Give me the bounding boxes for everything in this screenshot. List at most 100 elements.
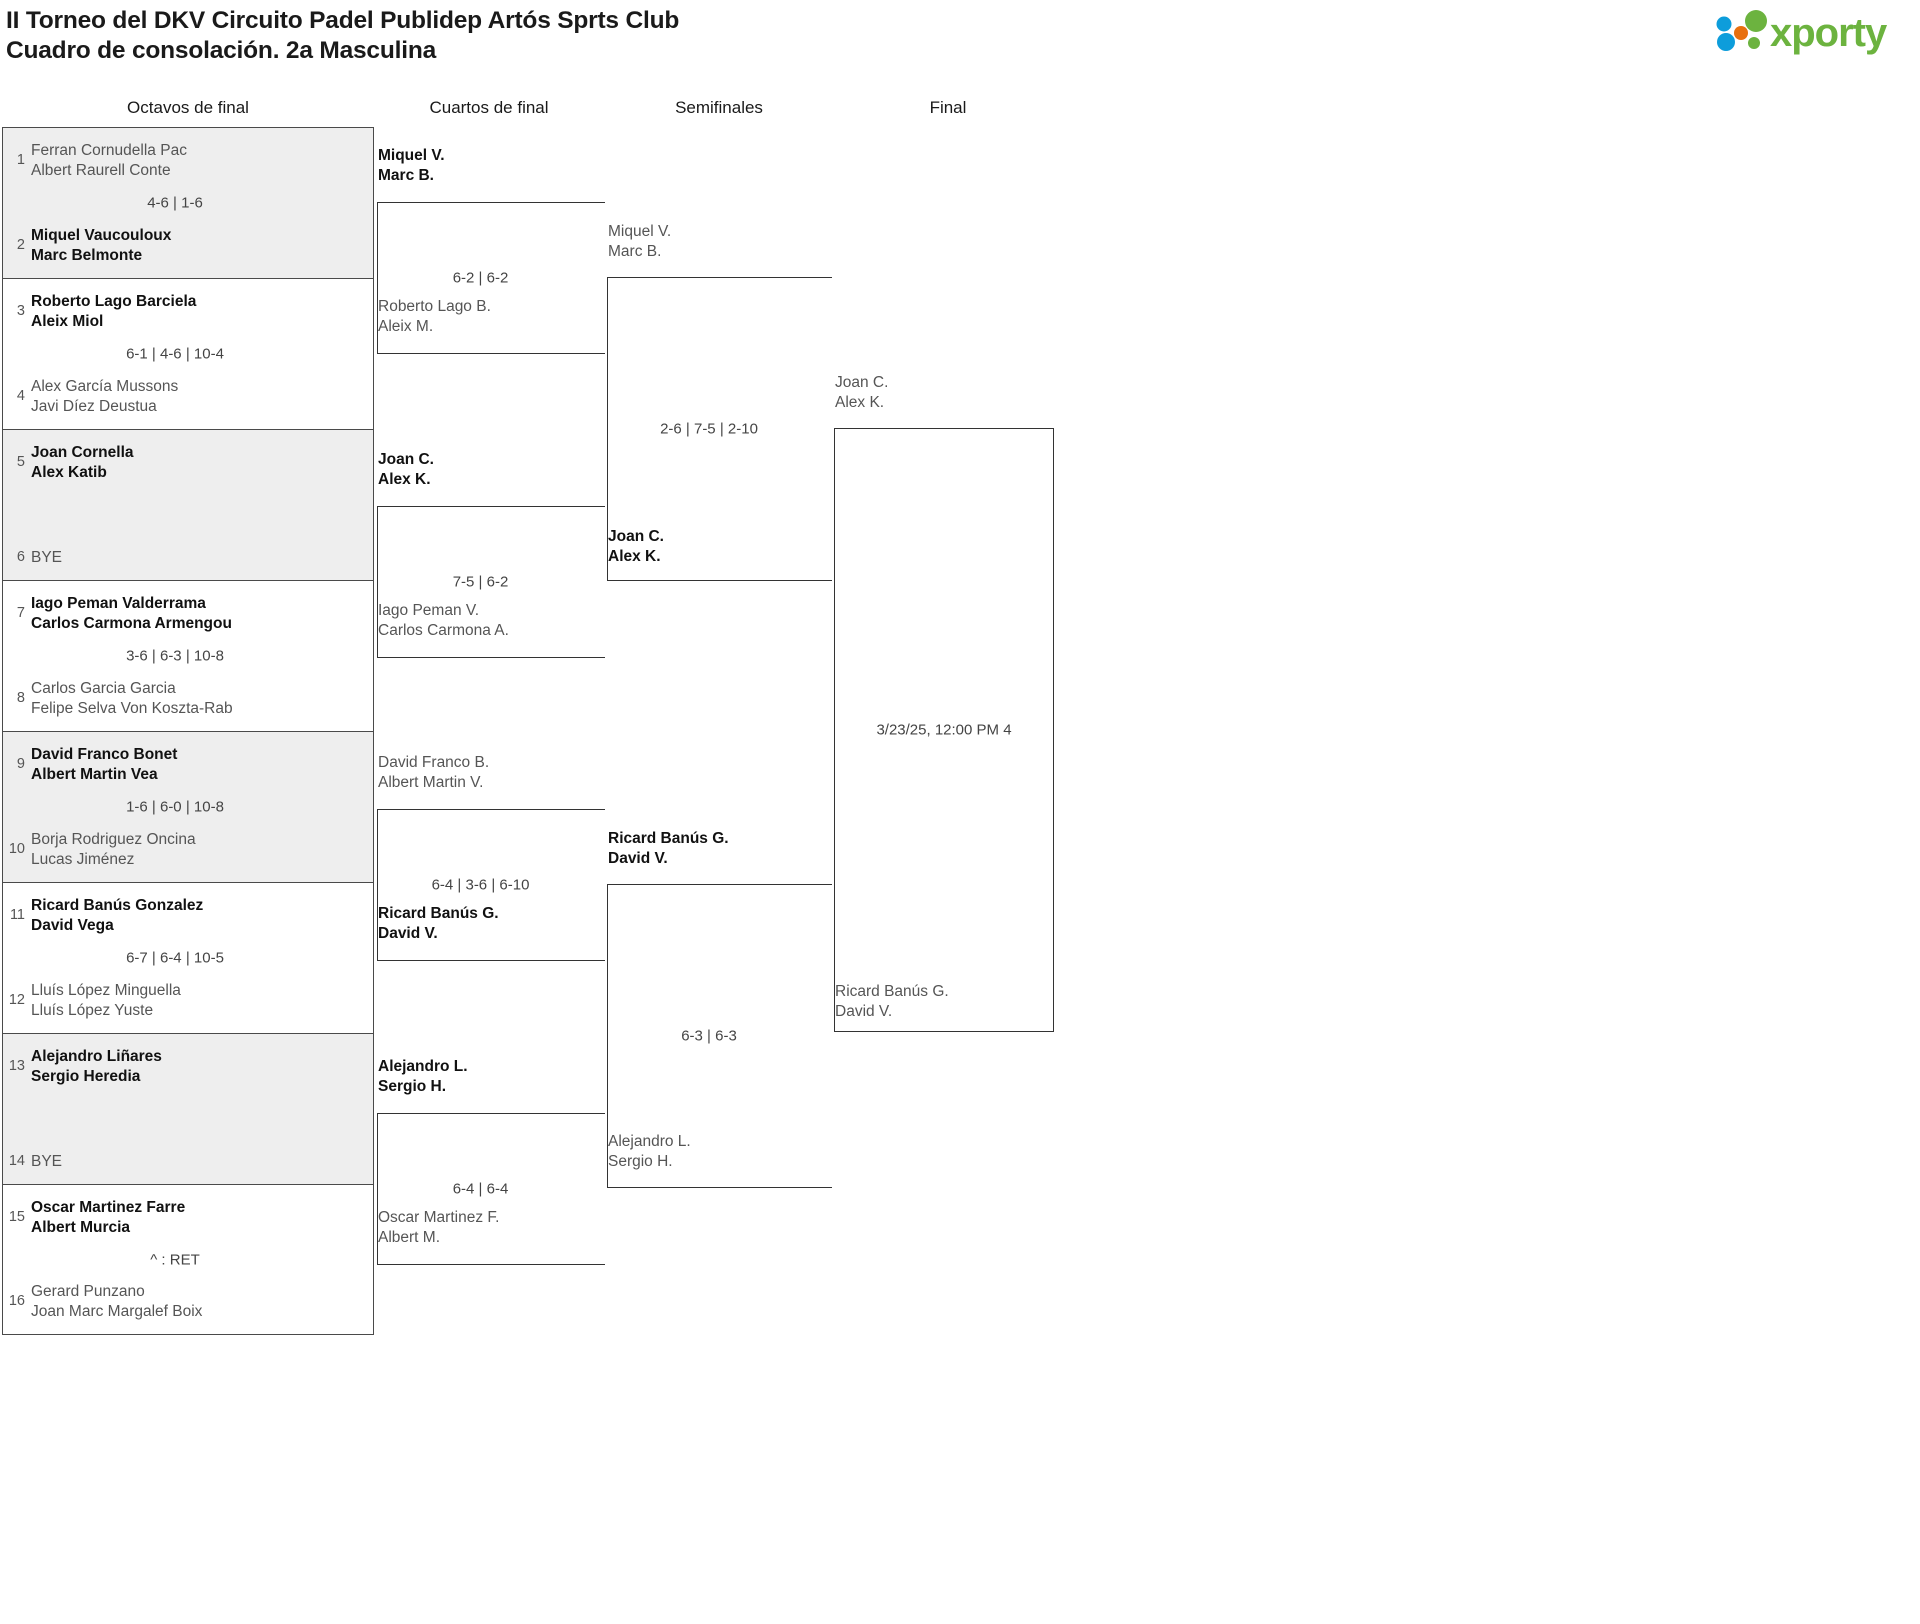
match-score: 3-6 | 6-3 | 10-8 xyxy=(126,647,224,665)
list-item[interactable]: Miquel V. Marc B. xyxy=(378,146,445,185)
player-name: Gerard Punzano xyxy=(31,1283,145,1300)
player-name: Marc B. xyxy=(608,242,662,260)
seed-number: 16 xyxy=(8,1293,25,1309)
list-item[interactable]: Ricard Banús G. David V. xyxy=(378,904,499,943)
player-name: Alejandro L. xyxy=(378,1058,468,1075)
player-name: Alex Katib xyxy=(31,463,107,481)
player-name: Roberto Lago Barciela xyxy=(31,293,197,310)
list-item[interactable]: 1 Ferran Cornudella Pac Albert Raurell C… xyxy=(3,141,375,180)
player-name: Marc Belmonte xyxy=(31,246,143,264)
list-item[interactable]: 8 Carlos Garcia Garcia Felipe Selva Von … xyxy=(3,679,375,718)
player-name: Lluís López Yuste xyxy=(31,1001,154,1019)
table-row[interactable]: 5 Joan Cornella Alex Katib 6 BYE xyxy=(2,429,374,580)
seed-number: 3 xyxy=(16,303,25,319)
round-header-final: Final xyxy=(929,98,967,117)
list-item[interactable]: Alejandro L. Sergio H. xyxy=(378,1057,468,1096)
player-name: Ricard Banús G. xyxy=(378,905,499,922)
list-item[interactable]: Miquel V. Marc B. xyxy=(608,222,671,261)
match-connector: 6-4 | 6-4 xyxy=(377,1113,605,1265)
player-name: Aleix M. xyxy=(378,317,434,335)
table-row[interactable]: 9 David Franco Bonet Albert Martin Vea 1… xyxy=(2,731,374,882)
svg-text:xporty: xporty xyxy=(1770,11,1888,55)
list-item[interactable]: 10 Borja Rodriguez Oncina Lucas Jiménez xyxy=(3,830,375,869)
player-name: Joan Cornella xyxy=(31,444,134,461)
list-item[interactable]: 7 Iago Peman Valderrama Carlos Carmona A… xyxy=(3,594,375,633)
list-item[interactable]: David Franco B. Albert Martin V. xyxy=(378,753,489,792)
round-header-semifinal: Semifinales xyxy=(675,98,763,117)
round1-column: 1 Ferran Cornudella Pac Albert Raurell C… xyxy=(2,127,374,1335)
list-item[interactable]: 15 Oscar Martinez Farre Albert Murcia xyxy=(3,1198,375,1237)
match-connector: 6-2 | 6-2 xyxy=(377,202,605,354)
player-name: Oscar Martinez Farre xyxy=(31,1199,186,1216)
match-score: ^ : RET xyxy=(150,1251,200,1268)
player-name: Carlos Carmona A. xyxy=(378,621,509,639)
player-name: Joan Marc Margalef Boix xyxy=(31,1302,203,1320)
list-item[interactable]: Iago Peman V. Carlos Carmona A. xyxy=(378,601,509,640)
table-row[interactable]: 11 Ricard Banús Gonzalez David Vega 6-7 … xyxy=(2,882,374,1033)
match-score: 7-5 | 6-2 xyxy=(452,573,509,591)
table-row[interactable]: 1 Ferran Cornudella Pac Albert Raurell C… xyxy=(2,127,374,278)
table-row[interactable]: 15 Oscar Martinez Farre Albert Murcia ^ … xyxy=(2,1184,374,1335)
list-item[interactable]: Joan C. Alex K. xyxy=(835,373,888,412)
list-item[interactable]: 4 Alex García Mussons Javi Díez Deustua xyxy=(3,377,375,416)
player-name: Ricard Banús Gonzalez xyxy=(31,897,204,914)
match-connector: 2-6 | 7-5 | 2-10 xyxy=(607,277,832,581)
list-item[interactable]: 13 Alejandro Liñares Sergio Heredia xyxy=(3,1047,375,1086)
player-name: Miquel Vaucouloux xyxy=(31,227,172,244)
player-name: Alex García Mussons xyxy=(31,378,179,395)
player-name: Marc B. xyxy=(378,166,434,184)
seed-number: 10 xyxy=(8,841,25,857)
seed-number: 12 xyxy=(8,992,25,1008)
bye-label: BYE xyxy=(31,548,63,566)
list-item[interactable]: Joan C. Alex K. xyxy=(378,450,434,489)
list-item[interactable]: 11 Ricard Banús Gonzalez David Vega xyxy=(3,896,375,935)
player-name: Lluís López Minguella xyxy=(31,982,181,999)
list-item[interactable]: Oscar Martinez F. Albert M. xyxy=(378,1208,499,1247)
xporty-logo: xporty xyxy=(1710,8,1910,58)
list-item[interactable]: Ricard Banús G. David V. xyxy=(835,982,949,1021)
player-name: Miquel V. xyxy=(378,147,445,164)
list-item[interactable]: 16 Gerard Punzano Joan Marc Margalef Boi… xyxy=(3,1282,375,1321)
table-row[interactable]: 13 Alejandro Liñares Sergio Heredia 14 B… xyxy=(2,1033,374,1184)
seed-number: 4 xyxy=(16,388,25,404)
match-score: 2-6 | 7-5 | 2-10 xyxy=(660,420,758,438)
player-name: Joan C. xyxy=(835,374,889,391)
player-name: David Franco B. xyxy=(378,754,490,771)
list-item[interactable]: Joan C. Alex K. xyxy=(608,527,664,566)
player-name: Alex K. xyxy=(378,470,431,488)
player-name: Joan C. xyxy=(378,451,434,468)
list-item: 6 BYE xyxy=(3,548,375,568)
table-row[interactable]: 3 Roberto Lago Barciela Aleix Miol 6-1 |… xyxy=(2,278,374,429)
seed-number: 14 xyxy=(8,1152,25,1169)
player-name: Carlos Carmona Armengou xyxy=(31,614,232,632)
player-name: Joan C. xyxy=(608,528,664,545)
player-name: Albert M. xyxy=(378,1228,441,1246)
player-name: Sergio H. xyxy=(608,1152,673,1170)
player-name: Oscar Martinez F. xyxy=(378,1209,500,1226)
bye-label: BYE xyxy=(31,1152,63,1170)
table-row[interactable]: 7 Iago Peman Valderrama Carlos Carmona A… xyxy=(2,580,374,731)
list-item[interactable]: 9 David Franco Bonet Albert Martin Vea xyxy=(3,745,375,784)
seed-number: 13 xyxy=(8,1058,25,1074)
player-name: Albert Martin Vea xyxy=(31,765,158,783)
list-item[interactable]: 2 Miquel Vaucouloux Marc Belmonte xyxy=(3,226,375,265)
list-item[interactable]: 5 Joan Cornella Alex Katib xyxy=(3,443,375,482)
seed-number: 2 xyxy=(16,237,25,253)
player-name: Alejandro L. xyxy=(608,1133,691,1150)
player-name: David Vega xyxy=(31,916,114,934)
list-item[interactable]: 3 Roberto Lago Barciela Aleix Miol xyxy=(3,292,375,331)
player-name: Ferran Cornudella Pac xyxy=(31,142,187,159)
list-item[interactable]: Ricard Banús G. David V. xyxy=(608,829,729,868)
list-item[interactable]: Alejandro L. Sergio H. xyxy=(608,1132,691,1171)
player-name: David V. xyxy=(378,924,438,942)
player-name: Miquel V. xyxy=(608,223,672,240)
match-score: 6-2 | 6-2 xyxy=(452,269,509,287)
seed-number: 11 xyxy=(9,907,25,923)
list-item[interactable]: 12 Lluís López Minguella Lluís López Yus… xyxy=(3,981,375,1020)
list-item[interactable]: Roberto Lago B. Aleix M. xyxy=(378,297,491,336)
tournament-title: II Torneo del DKV Circuito Padel Publide… xyxy=(6,6,679,66)
player-name: Javi Díez Deustua xyxy=(31,397,157,415)
round-header-octavos: Octavos de final xyxy=(127,98,249,117)
final-match-connector: 3/23/25, 12:00 PM 4 xyxy=(834,428,1054,1032)
